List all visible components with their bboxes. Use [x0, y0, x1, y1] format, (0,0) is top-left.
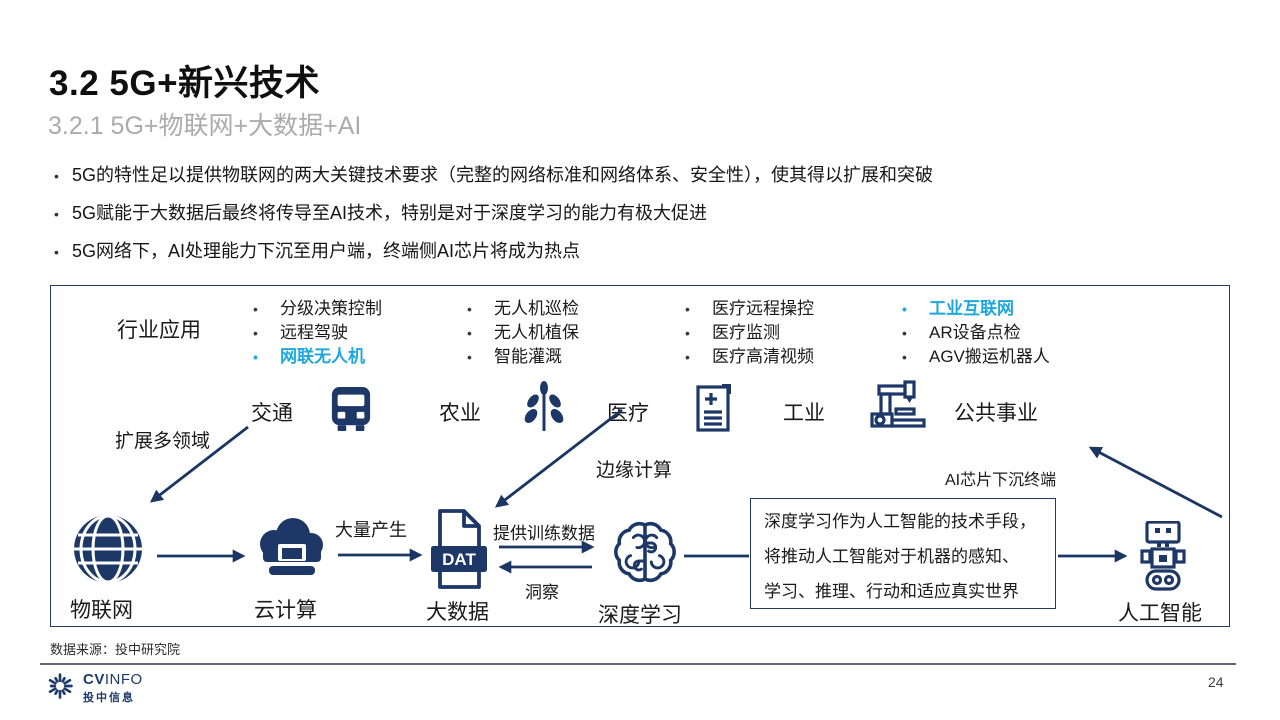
deep-learning-callout: 深度学习作为人工智能的技术手段， 将推动人工智能对于机器的感知、 学习、推理、行…: [750, 498, 1056, 609]
sector-public-utilities-label: 公共事业: [954, 402, 1038, 425]
cvinfo-logo: CVINFO 投中信息: [45, 671, 143, 705]
app-item: AGV搬运机器人: [900, 345, 1115, 369]
logo-cv: CV: [83, 671, 105, 688]
callout-line: 学习、推理、行动和适应真实世界: [764, 582, 1019, 601]
key-point: 5G赋能于大数据后最终将传导至AI技术，特别是对于深度学习的能力有极大促进: [54, 201, 1214, 227]
training-data-label: 提供训练数据: [493, 524, 595, 543]
globe-icon: [72, 513, 144, 585]
logo-info: INFO: [104, 671, 143, 688]
app-column-transport: 分级决策控制 远程驾驶 网联无人机: [251, 297, 466, 369]
cloud-computing-icon: [255, 511, 329, 585]
robot-icon: [1140, 521, 1186, 591]
app-item-highlighted: 工业互联网: [900, 297, 1115, 321]
key-point: 5G网络下，AI处理能力下沉至用户端，终端侧AI芯片将成为热点: [54, 239, 1214, 265]
app-item: 远程驾驶: [251, 321, 466, 345]
sector-medical-label: 医疗: [607, 402, 649, 425]
app-item: 医疗远程操控: [683, 297, 898, 321]
ai-chip-label: AI芯片下沉终端: [945, 472, 1057, 489]
key-point-text: 5G网络下，AI处理能力下沉至用户端，终端侧AI芯片将成为热点: [72, 241, 581, 261]
robotic-arm-icon: [869, 379, 927, 431]
brain-icon: [609, 513, 681, 591]
app-item: 医疗监测: [683, 321, 898, 345]
app-item: AR设备点检: [900, 321, 1115, 345]
sector-industry-label: 工业: [783, 402, 825, 425]
sector-agriculture-label: 农业: [439, 402, 481, 425]
app-column-industry: 工业互联网 AR设备点检 AGV搬运机器人: [900, 297, 1115, 369]
app-item: 分级决策控制: [251, 297, 466, 321]
app-item: 无人机巡检: [465, 297, 680, 321]
data-source-note: 数据来源：投中研究院: [50, 642, 181, 657]
bus-icon: [330, 386, 372, 432]
callout-line: 深度学习作为人工智能的技术手段，: [764, 512, 1036, 531]
cvinfo-logo-wordmark: CVINFO: [83, 672, 143, 687]
industry-applications-label: 行业应用: [117, 319, 201, 342]
key-point-text: 5G赋能于大数据后最终将传导至AI技术，特别是对于深度学习的能力有极大促进: [72, 203, 708, 223]
app-column-medical: 医疗远程操控 医疗监测 医疗高清视频: [683, 297, 898, 369]
app-item: 医疗高清视频: [683, 345, 898, 369]
edge-computing-label: 边缘计算: [596, 460, 673, 481]
key-point-text: 5G的特性足以提供物联网的两大关键技术要求（完整的网络标准和网络体系、安全性），…: [72, 165, 934, 185]
cvinfo-logo-text: CVINFO 投中信息: [83, 671, 143, 705]
app-column-agriculture: 无人机巡检 无人机植保 智能灌溉: [465, 297, 680, 369]
app-item-highlighted: 网联无人机: [251, 345, 466, 369]
plant-icon: [524, 381, 564, 433]
iot-label: 物联网: [70, 599, 133, 622]
app-item: 智能灌溉: [465, 345, 680, 369]
cvinfo-logo-chinese: 投中信息: [83, 692, 135, 704]
dat-file-icon: DAT: [430, 508, 488, 590]
expand-fields-label: 扩展多领域: [115, 431, 211, 452]
callout-line: 将推动人工智能对于机器的感知、: [764, 547, 1019, 566]
ai-label: 人工智能: [1118, 602, 1202, 625]
page-subtitle: 3.2.1 5G+物联网+大数据+AI: [48, 112, 362, 140]
big-data-label: 大数据: [426, 601, 489, 624]
footer-divider: [40, 663, 1236, 665]
medical-report-icon: [694, 383, 738, 433]
cvinfo-logo-icon: [45, 671, 75, 701]
deep-learning-label: 深度学习: [598, 604, 682, 627]
key-point: 5G的特性足以提供物联网的两大关键技术要求（完整的网络标准和网络体系、安全性），…: [54, 163, 1214, 189]
key-points: 5G的特性足以提供物联网的两大关键技术要求（完整的网络标准和网络体系、安全性），…: [54, 163, 1214, 277]
cloud-computing-label: 云计算: [254, 599, 317, 622]
dat-badge: DAT: [442, 550, 476, 569]
app-item: 无人机植保: [465, 321, 680, 345]
mass-generate-label: 大量产生: [335, 520, 407, 540]
page-title: 3.2 5G+新兴技术: [49, 64, 321, 103]
insight-label: 洞察: [525, 583, 559, 602]
sector-transport-label: 交通: [251, 402, 293, 425]
page-number: 24: [1208, 674, 1224, 690]
